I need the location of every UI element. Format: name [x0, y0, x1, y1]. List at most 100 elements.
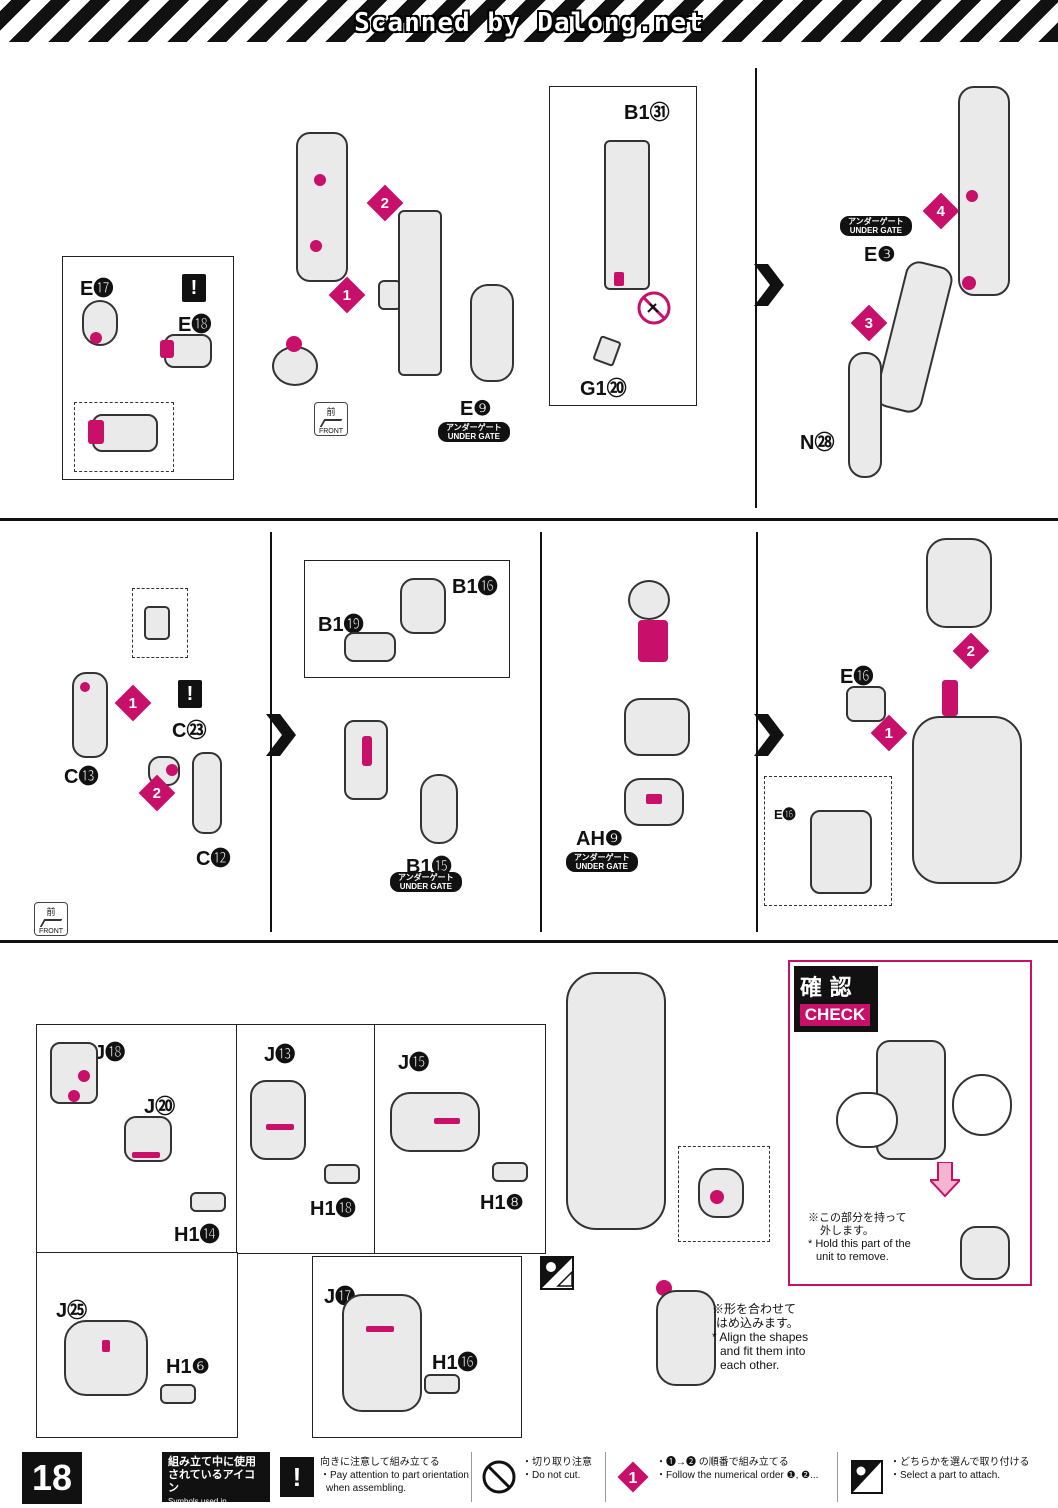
label-h116: H1⓰: [432, 1352, 478, 1374]
check-note: ※この部分を持って 外します。 * Hold this part of the …: [808, 1212, 911, 1264]
label-b116: B1⓰: [452, 576, 498, 598]
arm-assembled: [912, 716, 1022, 884]
row2-divider-a: [270, 532, 272, 932]
align-note-en1: * Align the shapes: [712, 1330, 809, 1344]
select-legend-icon: [851, 1460, 883, 1494]
label-h118: H1⓲: [310, 1198, 356, 1220]
part-e18-peg: [160, 340, 174, 358]
part-j18-socket-b: [68, 1090, 80, 1102]
svg-text:1: 1: [629, 1470, 638, 1487]
check-panel: 確 認 CHECK ※この部分を持って 外します。 * Hold this pa…: [788, 960, 1032, 1286]
forearm-assembled: [958, 86, 1010, 296]
label-e16a: E⓰: [840, 666, 874, 688]
part-j13-hand: [250, 1080, 306, 1160]
label-j20: J⑳: [144, 1096, 176, 1118]
part-h114: [190, 1192, 226, 1212]
check-finger: [952, 1074, 1012, 1136]
row-separator-2: [0, 940, 1058, 943]
part-h18: [492, 1162, 528, 1182]
shoulder-armor-peg: [362, 736, 372, 766]
legend-select-text: ・どちらかを選んで取り付ける ・Select a part to attach.: [890, 1456, 1030, 1482]
label-j25: J㉕: [56, 1300, 88, 1322]
page-number: 18: [22, 1452, 82, 1504]
part-e18-detail-peg: [88, 420, 104, 444]
arm-peg: [942, 680, 958, 716]
shoulder-assembly: [926, 538, 992, 628]
part-c12: [192, 752, 222, 834]
do-not-cut-legend-icon: [482, 1460, 516, 1494]
row1-divider: [755, 68, 757, 508]
check-title-jp: 確 認: [800, 976, 852, 1001]
part-j25-slot: [102, 1340, 110, 1352]
orientation-warning-icon-row2: !: [178, 680, 202, 708]
part-j15-slot: [434, 1118, 460, 1124]
label-h16: H1❻: [166, 1356, 210, 1378]
label-h114: H1⓮: [174, 1224, 220, 1246]
label-j13: J⓭: [264, 1044, 296, 1066]
legend-orientation-en1: ・Pay attention to part orientation: [320, 1470, 469, 1481]
label-e16b: E⓰: [774, 807, 796, 822]
legend-orientation-text: 向きに注意して組み立てる ・Pay attention to part orie…: [320, 1456, 469, 1495]
label-b131: B1㉛: [624, 102, 670, 124]
label-j18: J⓲: [94, 1042, 126, 1064]
part-c13: [72, 672, 108, 758]
select-part-icon: [540, 1256, 574, 1290]
align-note: ※形を合わせて はめ込みます。 * Align the shapes and f…: [712, 1302, 808, 1372]
legend-do-not-cut-text: ・切り取り注意 ・Do not cut.: [522, 1456, 592, 1482]
part-j13-slot: [266, 1124, 294, 1130]
part-j20-slot: [132, 1152, 160, 1158]
part-n28: [848, 352, 882, 478]
part-e17-socket: [90, 332, 102, 344]
part-ah9-peg: [646, 794, 662, 804]
label-c12: C⓬: [196, 848, 231, 870]
part-j17-slot: [366, 1326, 394, 1332]
part-j25-hand: [64, 1320, 148, 1396]
part-c23-peg: [166, 764, 178, 776]
legend-order: 1 ・❶→❷ の順番で組み立てる ・Follow the numerical o…: [612, 1452, 838, 1502]
align-note-en2: and fit them into: [720, 1344, 806, 1358]
part-e3-panel: [872, 258, 956, 416]
label-e18: E⓲: [178, 314, 212, 336]
remove-arrow-icon: [930, 1162, 960, 1198]
joint-ball-peg: [286, 336, 302, 352]
label-e17: E⓱: [80, 278, 114, 300]
step-order-legend-icon: 1: [617, 1461, 649, 1493]
part-b119: [344, 632, 396, 662]
upper-arm-joint: [628, 580, 670, 620]
do-not-cut-icon: [637, 291, 671, 325]
step-3-marker: 3: [850, 304, 888, 342]
label-n28: N㉘: [800, 432, 835, 454]
full-arm: [566, 972, 666, 1230]
step-4-marker: 4: [922, 192, 960, 230]
wrist-detail-peg: [710, 1190, 724, 1204]
label-ah9: AH❾: [576, 828, 623, 850]
orientation-warning-icon: !: [182, 274, 206, 302]
armor-plate: [398, 210, 442, 376]
scan-watermark: Scanned by Dalong.net: [354, 8, 704, 38]
label-j15: J⓯: [398, 1052, 430, 1074]
next-step-arrow-1: [754, 264, 784, 306]
check-note-jp1: ※この部分を持って: [808, 1212, 907, 1224]
legend-orientation: ! 向きに注意して組み立てる ・Pay attention to part or…: [276, 1452, 472, 1502]
part-e9: [470, 284, 514, 382]
legend-orientation-en2: when assembling.: [326, 1483, 407, 1494]
next-step-arrow-3: [754, 714, 784, 756]
part-j17-hand: [342, 1294, 422, 1412]
check-thumb: [836, 1092, 898, 1148]
legend-order-text: ・❶→❷ の順番で組み立てる ・Follow the numerical ord…: [656, 1456, 818, 1482]
header-stripes: [0, 0, 1058, 42]
part-h116: [424, 1374, 460, 1394]
align-note-en3: each other.: [720, 1358, 780, 1372]
legend-title-en: Symbols used in instructions: [168, 1497, 227, 1506]
legend-select-en: ・Select a part to attach.: [890, 1470, 1001, 1481]
part-b131: [604, 140, 650, 290]
hand-attached: [656, 1290, 716, 1386]
align-note-jp1: ※形を合わせて: [712, 1302, 797, 1316]
check-note-jp2: 外します。: [820, 1225, 874, 1237]
part-h16: [160, 1384, 196, 1404]
